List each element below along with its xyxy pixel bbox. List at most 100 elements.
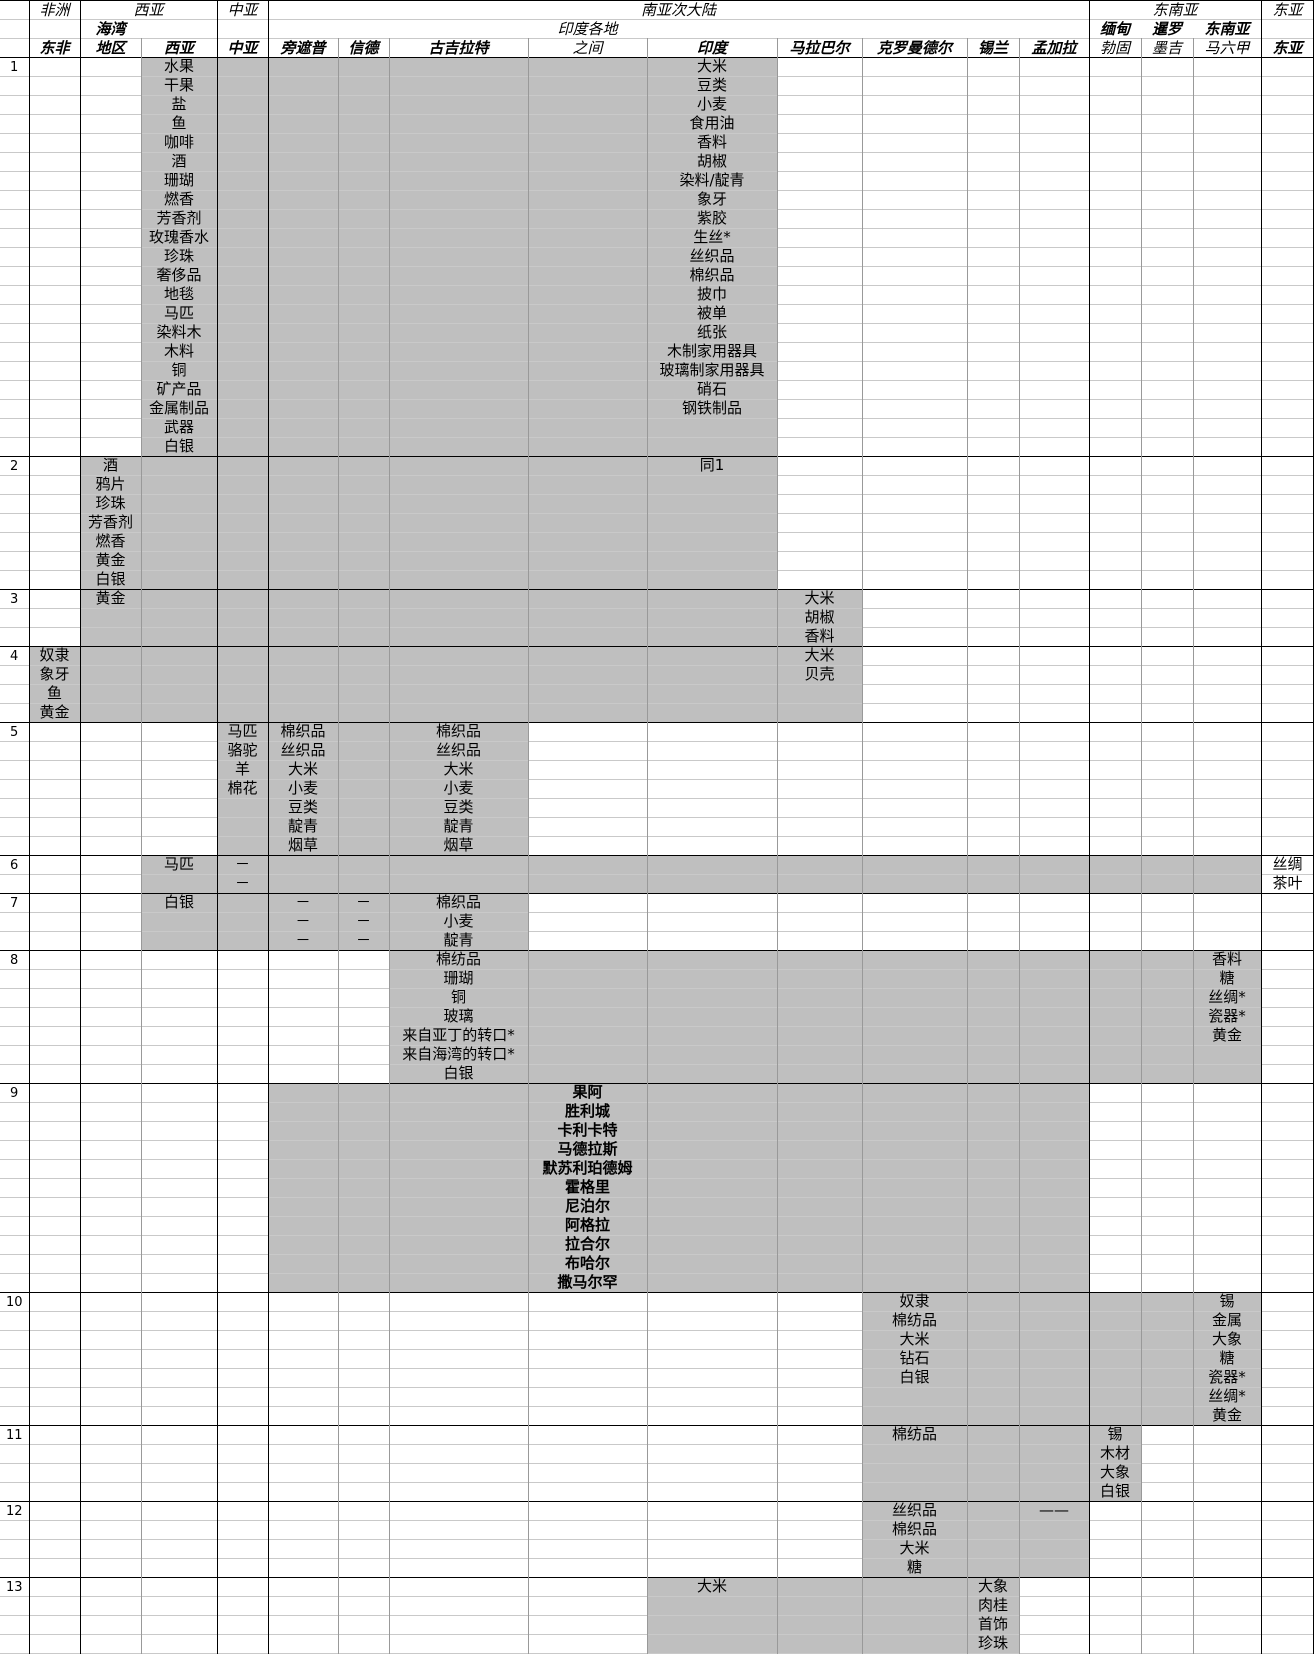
row-line (0, 1159, 1314, 1160)
commodity-item: 玻璃制家用器具 (659, 361, 765, 379)
column-line (647, 38, 648, 1654)
row-number-7: 7 (10, 896, 19, 911)
commodity-item: 酒 (171, 152, 187, 170)
commodity-item: 黄金 (39, 703, 70, 721)
row-line (0, 741, 1314, 742)
commodity-item: 尼泊尔 (564, 1197, 610, 1215)
row-line (0, 494, 1314, 495)
column-line (389, 38, 390, 1654)
header-west-asia: 西亚 (133, 1, 164, 19)
header-gulf-line1: 海湾 (95, 20, 126, 38)
row-line (0, 1615, 1314, 1616)
row-number-8: 8 (10, 953, 19, 968)
commodity-item: 燃香 (95, 532, 126, 550)
column-line (1193, 38, 1194, 1654)
row-line (0, 1292, 1314, 1293)
row-line (0, 931, 1314, 932)
shade-r1-west-asia (141, 57, 256, 456)
commodity-item: 瓷器* (1208, 1368, 1246, 1386)
commodity-item: 大米 (696, 57, 727, 75)
commodity-item: 香料 (804, 627, 835, 645)
commodity-item: 珍珠 (95, 494, 126, 512)
row-line (0, 1102, 1314, 1103)
row-line (0, 1026, 1314, 1027)
row-line (0, 912, 1314, 913)
row-line (0, 1368, 1314, 1369)
row-line (0, 1387, 1314, 1388)
commodity-item: 食用油 (689, 114, 735, 132)
commodity-item: 小麦 (443, 779, 474, 797)
row-line (0, 627, 1314, 628)
commodity-item: 烟草 (287, 836, 318, 854)
commodity-item: 丝织品 (280, 741, 326, 759)
commodity-item: 来自亚丁的转口* (402, 1026, 515, 1044)
commodity-item: 撒马尔罕 (557, 1273, 618, 1291)
commodity-item: 豆类 (696, 76, 727, 94)
column-line (777, 38, 778, 1654)
cell-r12-coromandel: 丝织品棉织品大米糖 (862, 1501, 967, 1577)
commodity-item: 大象 (1211, 1330, 1242, 1348)
cell-r12-bengal: —— (1019, 1501, 1089, 1520)
commodity-item: 盐 (171, 95, 187, 113)
row-number-3: 3 (10, 592, 19, 607)
commodity-item: 奴隶 (899, 1292, 930, 1310)
cell-r6-west-asia: 马匹 (141, 855, 217, 874)
row-line (0, 247, 1314, 248)
commodity-item: 果阿 (572, 1083, 603, 1101)
commodity-item: 糖 (906, 1558, 922, 1576)
commodity-item: 靛青 (443, 817, 474, 835)
commodity-item: 靛青 (443, 931, 474, 949)
row-line (0, 589, 1314, 590)
commodity-item: 丝绸* (1208, 988, 1246, 1006)
commodity-item: 茶叶 (1272, 874, 1303, 892)
commodity-item: 丝织品 (435, 741, 481, 759)
commodity-item: 丝织品 (891, 1501, 937, 1519)
row-line (0, 665, 1314, 666)
commodity-item: 白银 (1099, 1482, 1130, 1500)
row-line (0, 798, 1314, 799)
commodity-item: 奴隶 (39, 646, 70, 664)
header-sindh: 信德 (348, 39, 379, 57)
commodity-item: 燃香 (163, 190, 194, 208)
commodity-item: － (355, 912, 371, 930)
commodity-item: 马匹 (227, 722, 258, 740)
commodity-item: 披巾 (696, 285, 727, 303)
row-line (0, 988, 1314, 989)
commodity-item: 布哈尔 (564, 1254, 610, 1272)
header-burma-line1: 缅甸 (1099, 20, 1130, 38)
row-line (0, 817, 1314, 818)
header-bengal: 孟加拉 (1031, 39, 1077, 57)
commodity-item: 棉织品 (280, 722, 326, 740)
commodity-item: 钻石 (899, 1349, 930, 1367)
cell-r13-india: 大米 (647, 1577, 777, 1596)
row-line (0, 437, 1314, 438)
commodity-item: 染料木 (156, 323, 202, 341)
commodity-item: 骆驼 (227, 741, 258, 759)
commodity-item: 黄金 (95, 551, 126, 569)
row-line (0, 114, 1314, 115)
commodity-item: 玻璃 (443, 1007, 474, 1025)
row-line (0, 1501, 1314, 1502)
commodity-item: 糖 (1219, 1349, 1235, 1367)
commodity-item: 豆类 (443, 798, 474, 816)
commodity-item: 棉织品 (689, 266, 735, 284)
header-east-africa: 东非 (39, 39, 70, 57)
row-line (0, 57, 1314, 58)
commodity-item: 大米 (899, 1539, 930, 1557)
commodity-item: － (295, 893, 311, 911)
header-africa: 非洲 (39, 1, 70, 19)
commodity-item: 金属制品 (148, 399, 209, 417)
commodity-item: 白银 (163, 437, 194, 455)
row-line (0, 171, 1314, 172)
row-line (0, 323, 1314, 324)
commodity-item: 锡 (1107, 1425, 1123, 1443)
cell-r7-pangzhepu: －－－ (268, 893, 338, 950)
cell-r7-gujarat: 棉织品小麦靛青 (389, 893, 528, 950)
header-central-asia-col: 中亚 (227, 39, 258, 57)
commodity-item: － (234, 855, 250, 873)
row-line (0, 874, 1314, 875)
commodity-item: 象牙 (39, 665, 70, 683)
row-line (0, 1577, 1314, 1578)
row-line (0, 551, 1314, 552)
